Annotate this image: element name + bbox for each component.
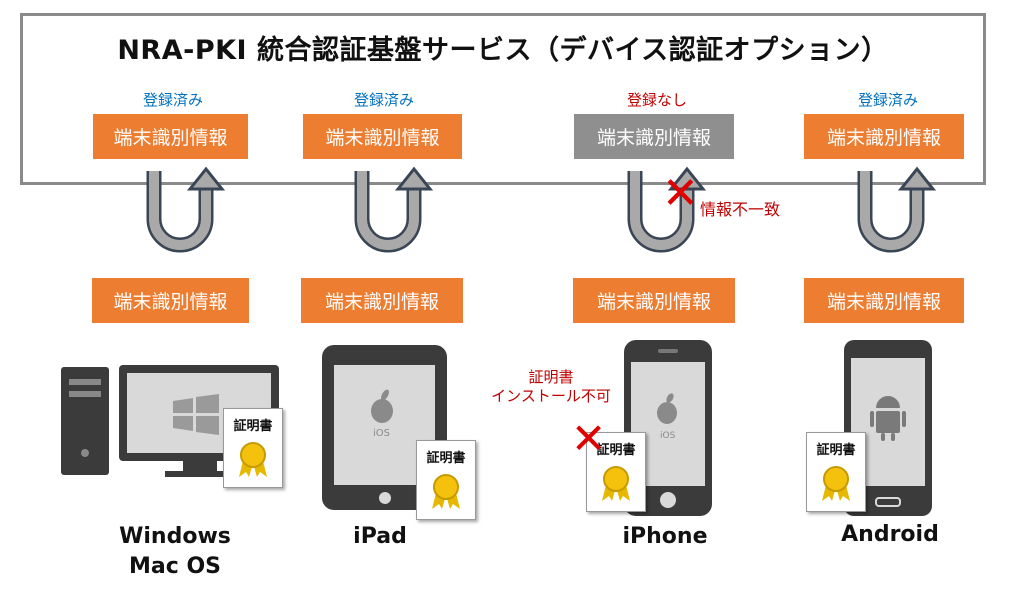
device-box-ipad: 端末識別情報 <box>301 278 463 323</box>
device-box-android: 端末識別情報 <box>804 278 964 323</box>
certificate-ribbon-icon <box>239 442 267 477</box>
windows-logo-icon <box>173 394 219 435</box>
cycle-arrow-icon <box>627 166 707 253</box>
cycle-arrow-icon <box>857 166 937 253</box>
apple-logo-icon <box>371 389 393 423</box>
status-label-android: 登録済み <box>857 91 918 109</box>
status-label-iphone: 登録なし <box>626 91 687 109</box>
diagram-title: NRA-PKI 統合認証基盤サービス（デバイス認証オプション） <box>117 35 889 66</box>
certificate-ribbon-icon <box>432 474 460 509</box>
device-box-iphone: 端末識別情報 <box>573 278 735 323</box>
cross-mark-icon: ✕ <box>571 414 607 463</box>
certificate-label: 証明書 <box>816 443 856 458</box>
cert-note-line: インストール不可 <box>491 387 611 405</box>
device-label-ipad: iPad <box>353 524 407 549</box>
device-label-windows: Windows Mac OS <box>100 522 250 582</box>
device-label-android: Android <box>841 522 939 547</box>
cycle-arrow-icon <box>146 166 226 253</box>
status-label-ipad: 登録済み <box>353 91 414 109</box>
certificate-card: 証明書 <box>416 440 476 520</box>
ios-label: iOS <box>373 428 390 439</box>
server-box-windows: 端末識別情報 <box>93 114 248 159</box>
device-label-iphone: iPhone <box>622 524 708 549</box>
device-label-line: Mac OS <box>129 554 221 579</box>
android-phone-illustration <box>844 340 932 516</box>
apple-logo-icon <box>657 393 677 424</box>
certificate-card: 証明書 <box>806 432 866 512</box>
status-label-windows: 登録済み <box>142 91 203 109</box>
certificate-label: 証明書 <box>596 443 636 458</box>
cert-install-note: 証明書 インストール不可 <box>476 368 626 406</box>
certificate-card: 証明書 <box>586 432 646 512</box>
device-label-line: Windows <box>119 524 231 549</box>
mismatch-note: 情報不一致 <box>700 200 781 219</box>
android-robot-icon <box>870 396 906 441</box>
server-box-ipad: 端末識別情報 <box>303 114 462 159</box>
certificate-card: 証明書 <box>223 408 283 488</box>
server-box-android: 端末識別情報 <box>804 114 964 159</box>
smartphone-illustration <box>624 340 712 516</box>
certificate-label: 証明書 <box>426 451 466 466</box>
cycle-arrow-icon <box>354 166 434 253</box>
device-box-windows: 端末識別情報 <box>92 278 249 323</box>
cross-mark-icon: ✕ <box>662 168 699 219</box>
certificate-ribbon-icon <box>602 466 630 501</box>
cert-note-line: 証明書 <box>528 368 574 386</box>
server-box-iphone: 端末識別情報 <box>574 114 734 159</box>
ios-label: iOS <box>660 431 676 441</box>
certificate-ribbon-icon <box>822 466 850 501</box>
certificate-label: 証明書 <box>233 419 273 434</box>
